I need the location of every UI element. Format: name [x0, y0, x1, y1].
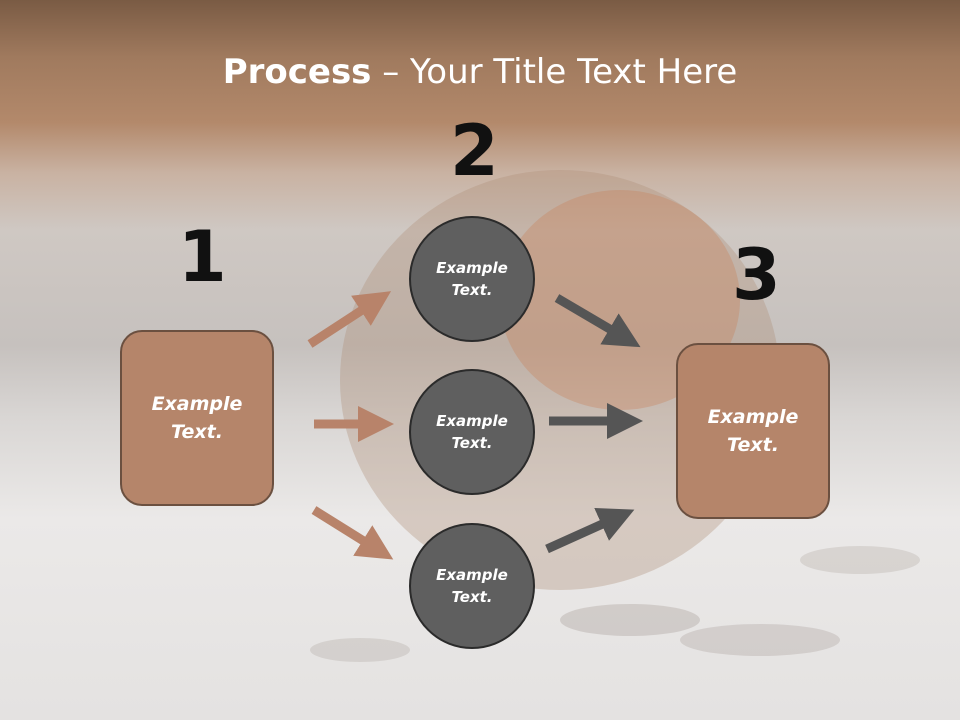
arrow-to-top — [307, 291, 392, 348]
circle-middle: Example Text. — [409, 369, 535, 495]
slide-title: Process – Your Title Text Here — [0, 52, 960, 92]
arrow-from-bottom — [545, 507, 635, 554]
arrow-from-top — [554, 294, 641, 348]
circle-top: Example Text. — [409, 216, 535, 342]
step-1-box: Example Text. — [120, 330, 274, 506]
arrow-to-bottom — [311, 506, 394, 560]
circle-bottom: Example Text. — [409, 523, 535, 649]
step-3-box: Example Text. — [676, 343, 830, 519]
title-rest: – Your Title Text Here — [371, 52, 738, 92]
title-bold: Process — [222, 52, 372, 92]
step-number-2: 2 — [450, 110, 499, 192]
step-number-1: 1 — [178, 216, 227, 298]
step-number-3: 3 — [732, 234, 781, 316]
